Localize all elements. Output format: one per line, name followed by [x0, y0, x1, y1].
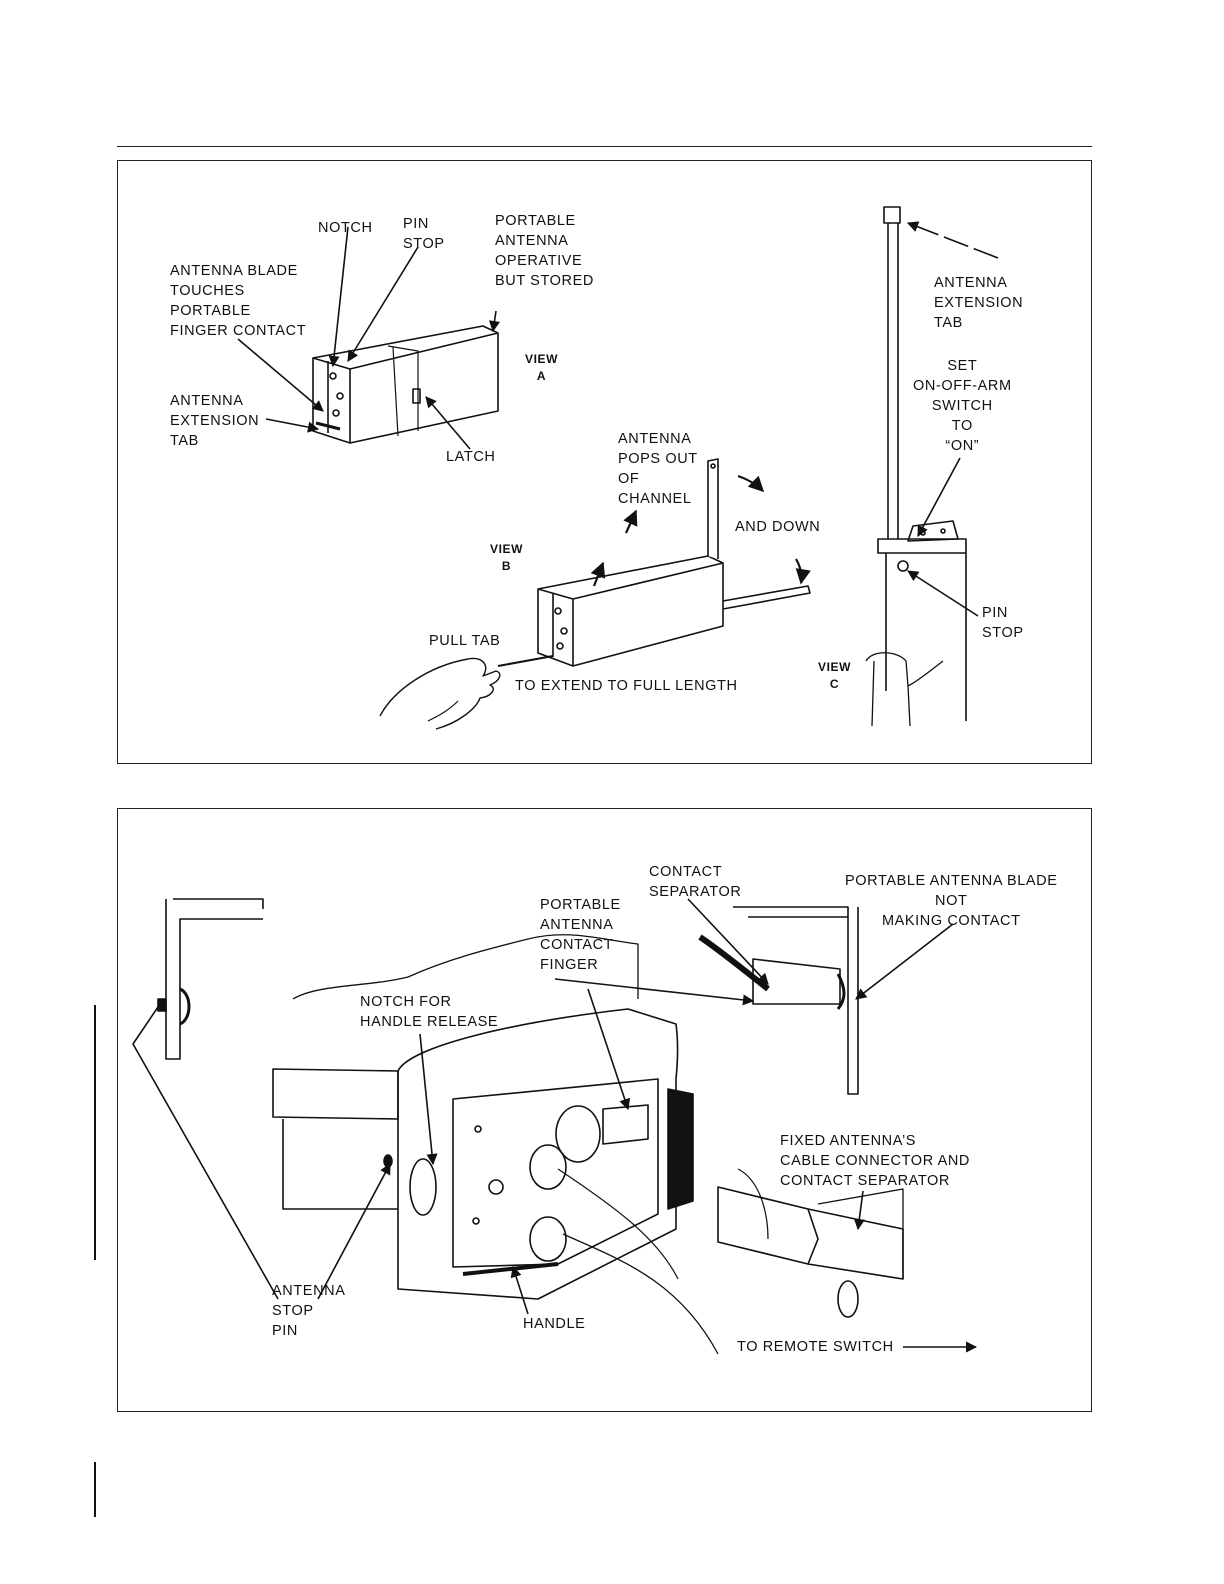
label-pin-stop-a: PIN STOP — [403, 216, 445, 252]
label-view-c: VIEW C — [818, 660, 852, 691]
label-pull-tab: PULL TAB — [429, 633, 501, 649]
margin-bar-lower — [94, 1462, 96, 1517]
right-inset-profile — [698, 906, 859, 1095]
label-pin-stop-c: PIN STOP — [982, 605, 1024, 641]
label-and-down: AND DOWN — [735, 519, 821, 535]
label-handle: HANDLE — [523, 1316, 586, 1332]
label-set-switch-on: SET ON-OFF-ARM SWITCH TO “ON” — [913, 358, 1012, 454]
fixed-connector — [717, 1168, 904, 1318]
margin-bar-upper — [94, 1005, 96, 1260]
view-c-unit — [865, 206, 967, 727]
connector-detail-illustration — [132, 898, 978, 1355]
label-extend-full-length: TO EXTEND TO FULL LENGTH — [515, 678, 738, 694]
label-latch: LATCH — [446, 449, 496, 465]
left-inset-profile — [157, 898, 264, 1060]
label-blade-not-contact: PORTABLE ANTENNA BLADE NOT MAKING CONTAC… — [845, 873, 1058, 929]
label-remote-switch: TO REMOTE SWITCH — [737, 1339, 894, 1355]
label-contact-finger: PORTABLE ANTENNA CONTACT FINGER — [540, 897, 621, 973]
view-a-unit — [312, 325, 499, 444]
figure-panel-portable-antenna-views: NOTCH PIN STOP PORTABLE ANTENNA OPERATIV… — [117, 160, 1092, 764]
figure-panel-connector-detail: CONTACT SEPARATOR PORTABLE ANTENNA BLADE… — [117, 808, 1092, 1412]
label-extension-tab-c: ANTENNA EXTENSION TAB — [934, 275, 1024, 331]
label-stop-pin: ANTENNA STOP PIN — [272, 1283, 346, 1339]
label-fixed-connector: FIXED ANTENNA’S CABLE CONNECTOR AND CONT… — [780, 1133, 971, 1189]
header-rule — [117, 146, 1092, 147]
view-b-unit — [497, 458, 811, 667]
label-portable-stored: PORTABLE ANTENNA OPERATIVE BUT STORED — [495, 213, 594, 289]
label-view-b: VIEW B — [490, 542, 524, 573]
label-notch: NOTCH — [318, 220, 373, 236]
antenna-views-illustration — [237, 206, 999, 730]
housing-body — [272, 934, 694, 1300]
label-contact-separator: CONTACT SEPARATOR — [649, 864, 742, 900]
label-extension-tab-a: ANTENNA EXTENSION TAB — [170, 393, 260, 449]
label-notch-handle-release: NOTCH FOR HANDLE RELEASE — [360, 994, 499, 1030]
label-blade-touches: ANTENNA BLADE TOUCHES PORTABLE FINGER CO… — [170, 263, 307, 339]
label-view-a: VIEW A — [525, 352, 559, 383]
label-pops-out: ANTENNA POPS OUT OF CHANNEL — [618, 431, 698, 507]
